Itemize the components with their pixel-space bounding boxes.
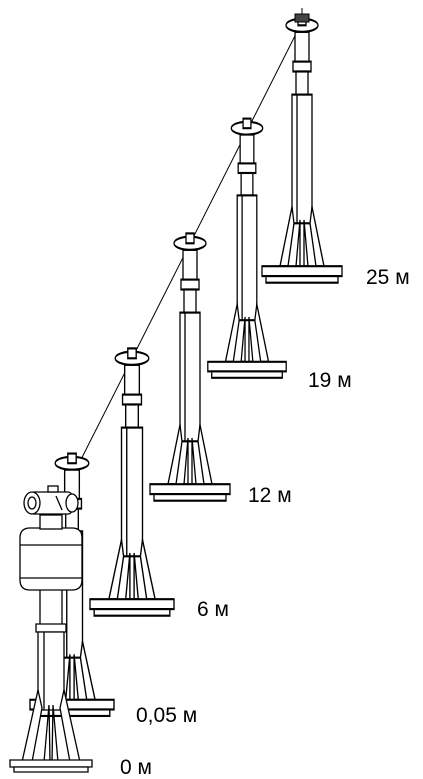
distance-label-005m: 0,05 м	[136, 704, 197, 727]
sight-line	[57, 21, 303, 506]
distance-label-12m: 12 м	[248, 484, 292, 507]
distance-label-19m: 19 м	[308, 369, 352, 392]
stand-6m	[88, 347, 176, 617]
stand-0m	[10, 588, 92, 772]
stand-25m	[260, 14, 344, 284]
distance-label-0m: 0 м	[120, 756, 152, 779]
stand-19m	[206, 117, 288, 379]
instrument-icon	[19, 485, 83, 591]
distance-label-25m: 25 м	[366, 266, 410, 289]
distance-label-6m: 6 м	[197, 598, 229, 621]
stand-25m-mark	[294, 8, 310, 23]
